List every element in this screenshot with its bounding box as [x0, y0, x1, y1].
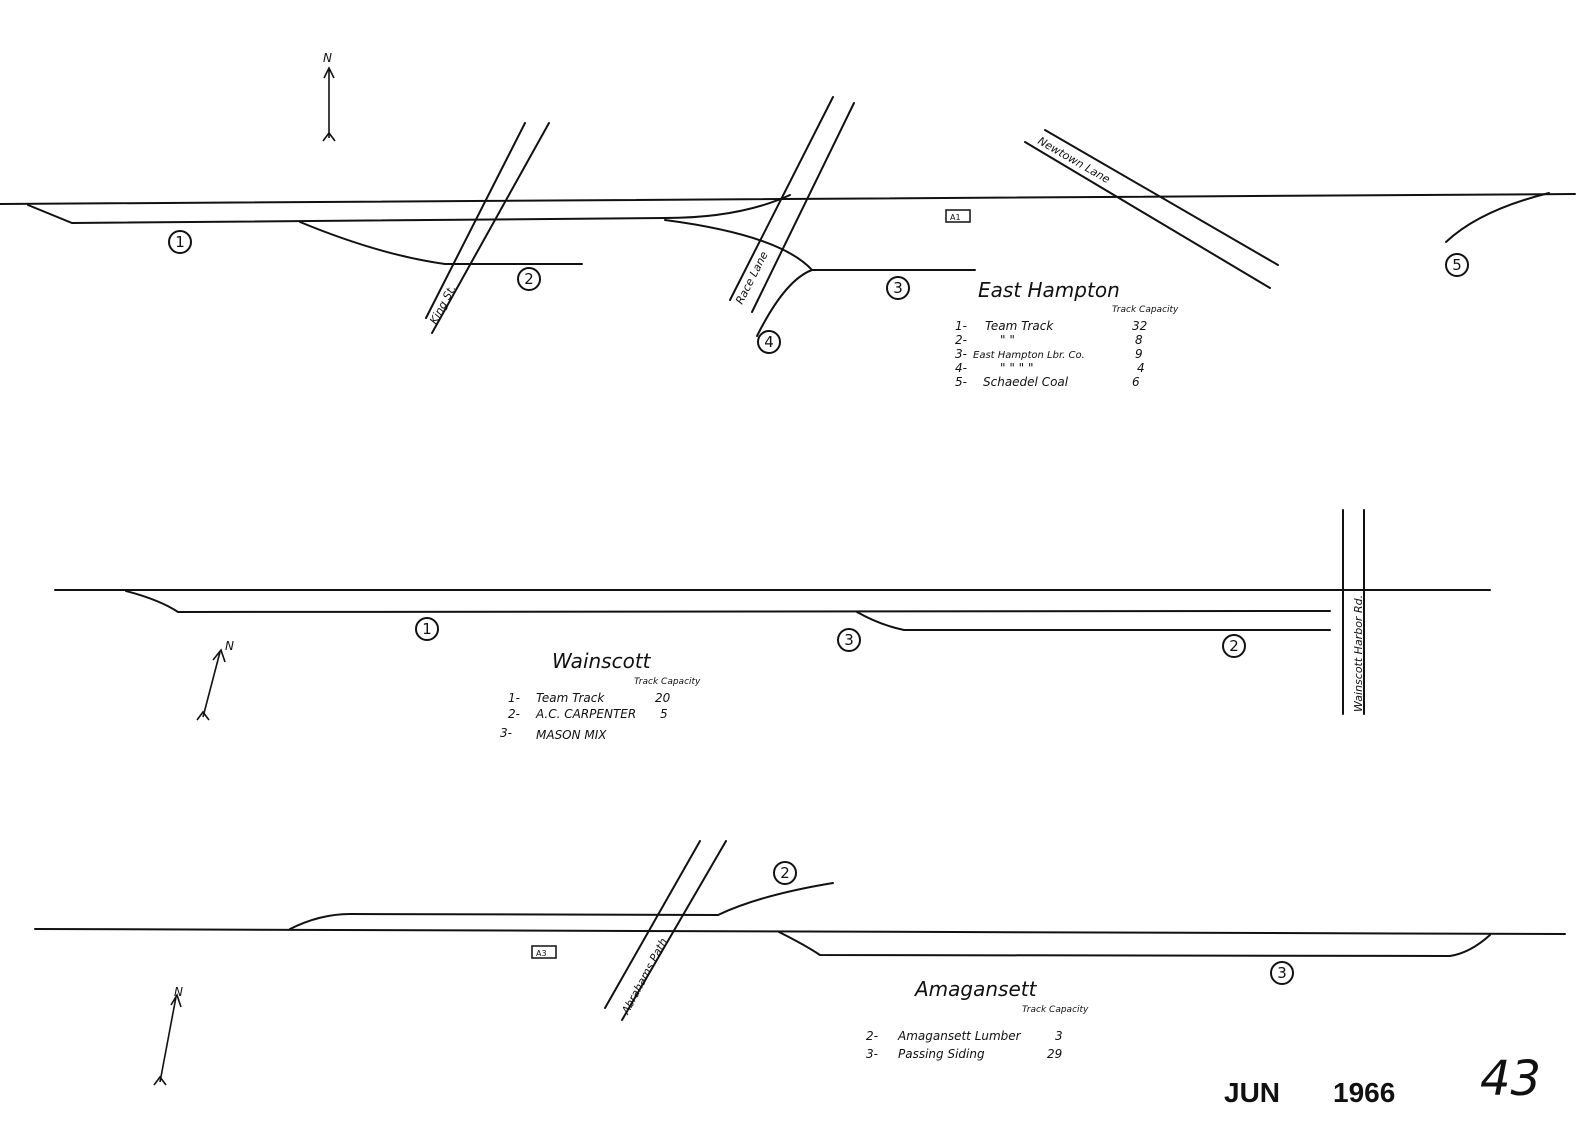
svg-text:9: 9 [1135, 347, 1143, 361]
svg-text:MASON MIX: MASON MIX [536, 728, 607, 742]
track-number-2: 2 [517, 267, 541, 291]
svg-text:A.C. CARPENTER: A.C. CARPENTER [535, 707, 636, 721]
north-label: N [323, 51, 332, 65]
main-line [0, 193, 1576, 205]
newtown-lane-road: Newtown Lane [1024, 129, 1279, 289]
svg-text:4: 4 [764, 333, 774, 351]
svg-text:2-: 2- [955, 333, 967, 347]
footer: JUN 1966 43 [1224, 1051, 1541, 1108]
svg-text:3-: 3- [866, 1047, 878, 1061]
east-hampton-capacity-header: Track Capacity [1112, 305, 1179, 315]
track-number-3: 3 [1270, 961, 1294, 985]
svg-text:" " " ": " " " " [1000, 361, 1034, 375]
amagansett-legend: 2- Amagansett Lumber 3 3- Passing Siding… [866, 1029, 1063, 1061]
svg-text:Team Track: Team Track [985, 319, 1054, 333]
svg-text:4: 4 [1137, 361, 1145, 375]
svg-text:Team Track: Team Track [536, 691, 605, 705]
svg-text:4-: 4- [955, 361, 967, 375]
svg-text:Passing Siding: Passing Siding [898, 1047, 985, 1061]
station-box-label: A1 [950, 213, 961, 222]
track-3 [778, 931, 1491, 958]
svg-text:1-: 1- [508, 691, 520, 705]
abrahams-path-label: Abrahams Path [619, 936, 670, 1017]
track-number-2: 2 [773, 861, 797, 885]
svg-text:1-: 1- [955, 319, 967, 333]
king-st-road: King St. [425, 122, 550, 334]
svg-text:1: 1 [175, 233, 185, 251]
svg-text:Amagansett Lumber: Amagansett Lumber [897, 1029, 1022, 1043]
svg-text:N: N [174, 985, 183, 999]
svg-text:Schaedel Coal: Schaedel Coal [983, 375, 1069, 389]
page-number: 43 [1480, 1051, 1541, 1107]
track-4 [756, 269, 813, 337]
track-2 [289, 882, 834, 930]
svg-text:8: 8 [1135, 333, 1143, 347]
svg-text:20: 20 [655, 691, 671, 705]
station-box [531, 945, 557, 959]
track-number-1: 1 [168, 230, 192, 254]
svg-text:1: 1 [422, 620, 432, 638]
wainscott-harbor-rd-label: Wainscott Harbor Rd. [1352, 595, 1365, 712]
track-3 [664, 219, 976, 271]
wainscott-harbor-rd-road: Wainscott Harbor Rd. [1342, 509, 1365, 715]
station-box [945, 209, 971, 223]
track-2 [299, 221, 583, 265]
svg-text:5-: 5- [955, 375, 967, 389]
svg-text:3-: 3- [500, 726, 512, 740]
wainscott-title: Wainscott [552, 649, 652, 673]
newtown-lane-label: Newtown Lane [1036, 134, 1113, 186]
svg-text:3-: 3- [955, 347, 967, 361]
track-number-1: 1 [415, 617, 439, 641]
svg-text:East Hampton Lbr. Co.: East Hampton Lbr. Co. [973, 350, 1085, 361]
race-lane-road: Race Lane [729, 96, 855, 313]
track-number-3: 3 [837, 628, 861, 652]
svg-text:3: 3 [1055, 1029, 1063, 1043]
svg-text:32: 32 [1132, 319, 1147, 333]
date-year: 1966 [1333, 1077, 1395, 1108]
amagansett-section: N Abrahams Path A3 2 3 Amagansett Track … [34, 840, 1566, 1086]
wainscott-section: N Wainscott Harbor Rd. 1 3 2 Wainscott T… [54, 509, 1491, 742]
svg-text:2: 2 [524, 270, 534, 288]
svg-text:3: 3 [893, 279, 903, 297]
track-number-5: 5 [1445, 253, 1469, 277]
svg-text:2: 2 [780, 864, 790, 882]
track-lead [664, 194, 791, 219]
svg-text:3: 3 [1277, 964, 1287, 982]
svg-text:2-: 2- [866, 1029, 878, 1043]
svg-text:" ": " " [1000, 333, 1015, 347]
north-arrow-icon: N [196, 639, 234, 721]
wainscott-capacity-header: Track Capacity [634, 677, 701, 687]
svg-text:6: 6 [1132, 375, 1140, 389]
station-box-label: A3 [536, 949, 547, 958]
track-1 [27, 204, 666, 225]
svg-text:2: 2 [1229, 637, 1239, 655]
date-month: JUN [1224, 1077, 1280, 1108]
track-number-2: 2 [1222, 634, 1246, 658]
wainscott-legend: 1- Team Track 20 2- A.C. CARPENTER 5 3- … [500, 691, 671, 742]
track-1 [125, 590, 1331, 614]
svg-text:29: 29 [1047, 1047, 1062, 1061]
svg-text:2-: 2- [508, 707, 520, 721]
svg-text:3: 3 [844, 631, 854, 649]
track-5 [1445, 192, 1550, 243]
amagansett-title: Amagansett [913, 977, 1038, 1001]
north-arrow-icon: N [322, 51, 336, 142]
track-number-3: 3 [886, 276, 910, 300]
main-line [34, 928, 1566, 935]
east-hampton-legend: 1- Team Track 32 2- " " 8 3- East Hampto… [955, 319, 1147, 389]
east-hampton-title: East Hampton [978, 278, 1120, 302]
svg-text:N: N [225, 639, 234, 653]
svg-text:5: 5 [1452, 256, 1462, 274]
north-arrow-icon: N [153, 985, 183, 1086]
svg-text:5: 5 [660, 707, 668, 721]
east-hampton-section: N King St. Race Lane Newtow [0, 51, 1576, 389]
amagansett-capacity-header: Track Capacity [1022, 1005, 1089, 1015]
track-2 [856, 611, 1331, 631]
track-number-4: 4 [757, 330, 781, 354]
